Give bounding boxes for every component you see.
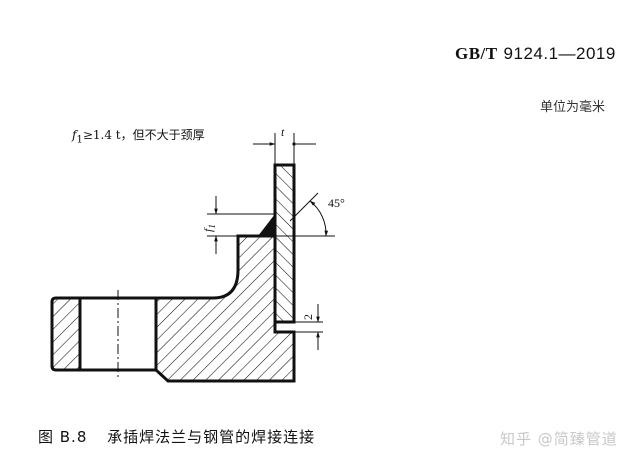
thickness-label: t xyxy=(281,125,285,139)
steel-pipe xyxy=(273,163,296,324)
figure-number: 图 B.8 xyxy=(38,428,88,446)
gap-label: 2 xyxy=(301,314,315,320)
unit-note: 单位为毫米 xyxy=(540,100,606,115)
note-text: ≥1.4 t，但不大于颈厚 xyxy=(82,128,205,142)
watermark: 知乎 @简臻管道 xyxy=(500,430,618,448)
flange-body xyxy=(154,234,296,383)
note-subscript: 1 xyxy=(76,134,83,146)
angle-label: 45° xyxy=(328,196,345,210)
standard-code: GB/T xyxy=(455,44,498,63)
angle-dimension: 45° xyxy=(275,192,345,237)
bolt-hole xyxy=(80,290,156,380)
weld-size-note: f1≥1.4 t，但不大于颈厚 xyxy=(72,126,205,145)
fillet-dimension: f1 xyxy=(201,196,275,254)
standard-number: GB/T 9124.1—2019 xyxy=(455,44,616,64)
fillet-weld xyxy=(258,214,275,236)
note-symbol: f xyxy=(72,128,77,142)
fillet-label: f1 xyxy=(201,224,217,232)
pipe-gap: 2 xyxy=(294,304,323,350)
standard-version: 9124.1—2019 xyxy=(503,44,616,63)
thickness-dimension: t xyxy=(253,125,316,165)
figure-caption: 图 B.8 承插焊法兰与钢管的焊接连接 xyxy=(38,426,315,447)
flange-left-section xyxy=(50,296,82,372)
figure-title: 承插焊法兰与钢管的焊接连接 xyxy=(107,428,316,446)
